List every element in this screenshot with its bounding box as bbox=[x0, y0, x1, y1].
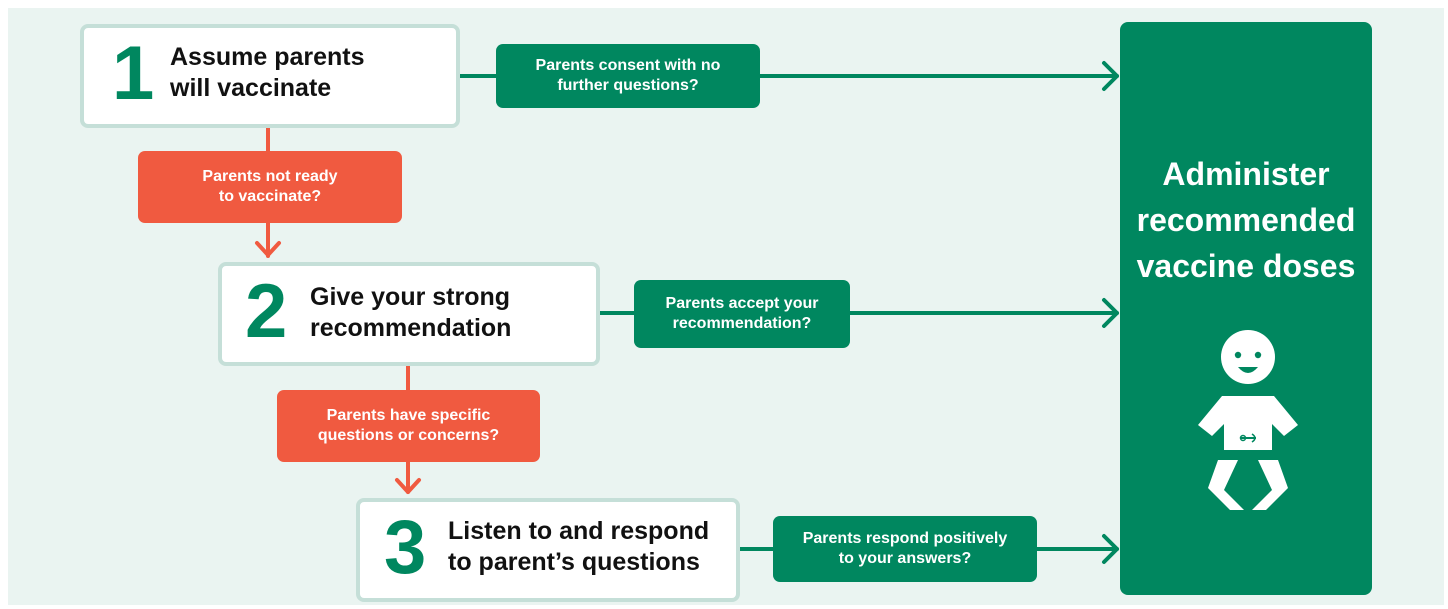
yes-label-2: Parents accept your recommendation? bbox=[634, 280, 850, 348]
outcome-panel: Administer recommended vaccine doses bbox=[1120, 22, 1372, 595]
no-arrowhead-1 bbox=[255, 241, 281, 257]
step-3-box bbox=[356, 498, 740, 602]
yes-arrowhead-3 bbox=[1102, 534, 1119, 564]
no-arrowhead-2 bbox=[395, 478, 421, 494]
yes-label-3: Parents respond positively to your answe… bbox=[773, 516, 1037, 582]
step-2-text: Give your strong recommendation bbox=[310, 283, 512, 342]
step-2-number: 2 bbox=[245, 269, 288, 354]
outcome-title: Administer recommended vaccine doses bbox=[1136, 156, 1356, 284]
step-3-number: 3 bbox=[384, 505, 427, 590]
yes-arrowhead-1 bbox=[1102, 61, 1119, 91]
yes-label-1: Parents consent with no further question… bbox=[496, 44, 760, 108]
step-1-box bbox=[80, 24, 460, 128]
no-label-2: Parents have specific questions or conce… bbox=[277, 390, 540, 462]
no-label-1: Parents not ready to vaccinate? bbox=[138, 151, 402, 223]
step-2-box bbox=[218, 262, 600, 366]
yes-arrowhead-2 bbox=[1102, 298, 1119, 328]
baby-icon bbox=[1198, 330, 1298, 510]
step-3-text: Listen to and respond to parent’s questi… bbox=[448, 517, 710, 576]
step-1-text: Assume parents will vaccinate bbox=[170, 43, 365, 102]
step-1-number: 1 bbox=[112, 31, 155, 116]
